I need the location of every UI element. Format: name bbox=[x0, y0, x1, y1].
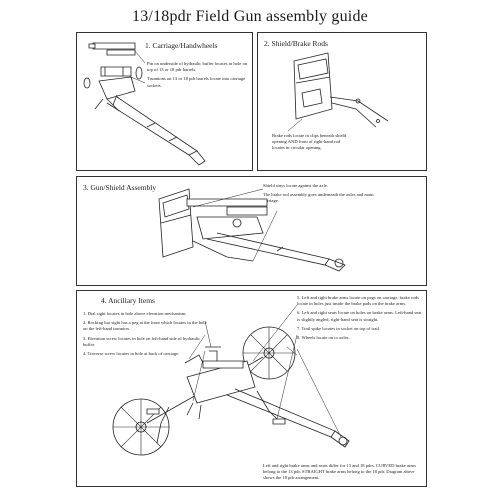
ancillary-left-notes: 1. Dial sight locates in hole above elev… bbox=[83, 311, 207, 360]
gun-shield-drawing bbox=[77, 177, 428, 287]
ancillary-drawing bbox=[77, 291, 428, 488]
note-text: 8. Wheels locate on to axles. bbox=[297, 335, 350, 341]
note-text: 6. Left and right seats locate on holes … bbox=[297, 310, 422, 322]
panel-heading: 3. Gun/Shield Assembly bbox=[83, 183, 157, 192]
carriage-drawing bbox=[77, 33, 254, 172]
note-text: Pin on underside of hydraulic buffer loc… bbox=[147, 61, 248, 73]
note-text: Brake rods locate in clips beneath shiel… bbox=[272, 133, 347, 151]
carriage-notes: Pin on underside of hydraulic buffer loc… bbox=[147, 61, 251, 92]
note-text: 5. Left and right brake arms locate on p… bbox=[297, 295, 419, 307]
note-text: 4. Traverse screw locates in hole at bac… bbox=[83, 351, 180, 357]
note-text: 3. Elevation screw locates in hole on le… bbox=[83, 335, 201, 347]
note-text: 7. Trail spike locates in socket on top … bbox=[297, 325, 381, 331]
panel-carriage: 1. Carriage/Handwheels Pin on underside … bbox=[76, 32, 253, 171]
note-text: 2. Rocking bar sight has a peg at the fr… bbox=[83, 320, 207, 332]
gun-shield-notes: Shield stays locate against the axle. Th… bbox=[263, 183, 383, 208]
ancillary-right-notes: 5. Left and right brake arms locate on p… bbox=[297, 295, 425, 344]
note-text: The brake rod assembly goes underneath t… bbox=[263, 192, 374, 204]
shield-notes: Brake rods locate in clips beneath shiel… bbox=[272, 133, 352, 155]
panel-ancillary: 4. Ancillary Items 1. Dial sight locates… bbox=[76, 290, 427, 487]
panel-heading: 2. Shield/Brake Rods bbox=[264, 39, 328, 48]
panel-shield: 2. Shield/Brake Rods Brake rods locate i… bbox=[257, 32, 427, 171]
panel-heading: 4. Ancillary Items bbox=[101, 296, 155, 305]
panel-gun-shield: 3. Gun/Shield Assembly Shield stays loca… bbox=[76, 176, 427, 286]
page-title: 13/18pdr Field Gun assembly guide bbox=[132, 8, 368, 25]
panel-heading: 1. Carriage/Handwheels bbox=[145, 41, 218, 50]
shield-drawing bbox=[258, 33, 428, 172]
note-text: Shield stays locate against the axle. bbox=[263, 183, 329, 188]
ancillary-bottom-note: Left and right brake arms and seats diff… bbox=[263, 463, 416, 481]
note-text: Trunnions on 13 or 18 pdr barrels locate… bbox=[147, 76, 246, 88]
note-text: 1. Dial sight locates in hole above elev… bbox=[83, 311, 187, 316]
